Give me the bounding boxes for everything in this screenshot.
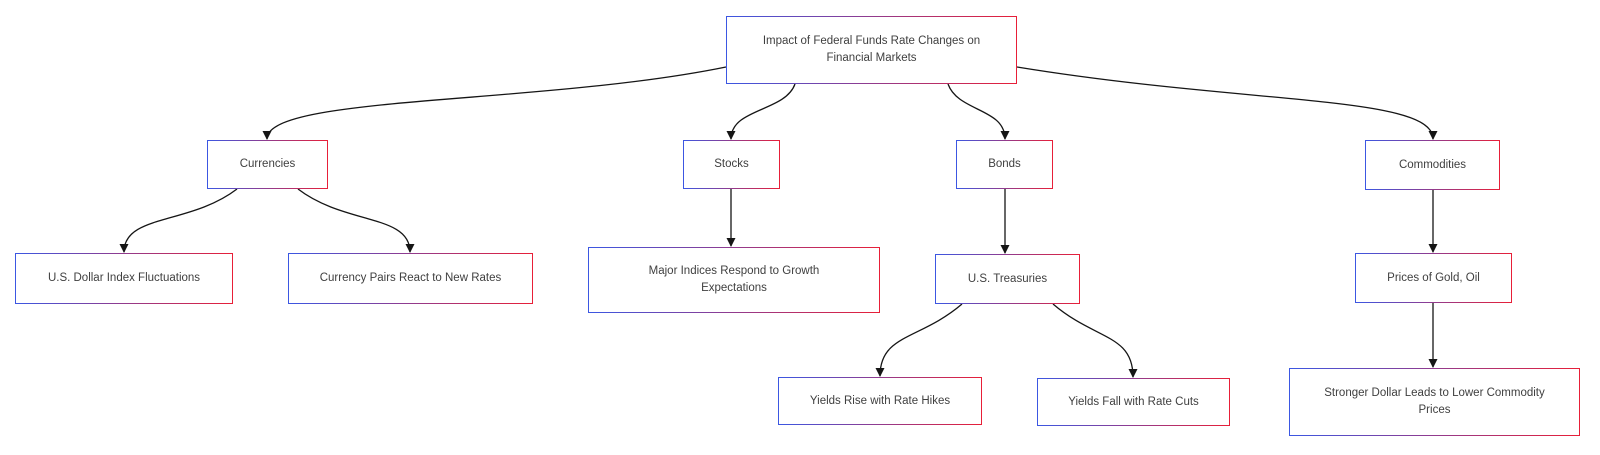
- node-major-indices: Major Indices Respond to Growth Expectat…: [588, 247, 880, 313]
- node-stocks: Stocks: [683, 140, 780, 189]
- node-currencies-label: Currencies: [239, 158, 296, 170]
- node-yields-rise: Yields Rise with Rate Hikes: [778, 377, 982, 425]
- node-stronger-dollar-label: Stronger Dollar Leads to Lower Commodity…: [1324, 387, 1545, 416]
- node-gold-oil-label: Prices of Gold, Oil: [1387, 271, 1480, 284]
- node-currencies: Currencies: [207, 140, 328, 189]
- node-treasuries-label: U.S. Treasuries: [967, 272, 1048, 285]
- edge-treasuries-rise: [875, 303, 963, 377]
- node-commodities: Commodities: [1365, 140, 1500, 190]
- edge-treasuries-fall: [1052, 303, 1138, 378]
- edge-root-currencies: [262, 66, 727, 140]
- node-currency-pairs-label: Currency Pairs React to New Rates: [319, 272, 502, 284]
- node-stocks-label: Stocks: [714, 158, 749, 170]
- node-bonds: Bonds: [956, 140, 1053, 189]
- node-treasuries: U.S. Treasuries: [935, 254, 1080, 304]
- node-yields-fall: Yields Fall with Rate Cuts: [1037, 378, 1230, 426]
- edge-root-commodities: [1016, 66, 1438, 140]
- node-yields-rise-label: Yields Rise with Rate Hikes: [809, 394, 951, 407]
- node-usd-index-label: U.S. Dollar Index Fluctuations: [47, 272, 201, 284]
- edge-currencies-usd: [119, 188, 238, 253]
- node-gold-oil: Prices of Gold, Oil: [1355, 253, 1512, 303]
- node-yields-fall-label: Yields Fall with Rate Cuts: [1068, 395, 1199, 408]
- node-stronger-dollar: Stronger Dollar Leads to Lower Commodity…: [1289, 368, 1580, 436]
- edge-currencies-pairs: [297, 188, 415, 253]
- edge-root-stocks: [726, 83, 796, 140]
- node-major-indices-label: Major Indices Respond to Growth Expectat…: [648, 265, 820, 294]
- node-usd-index: U.S. Dollar Index Fluctuations: [15, 253, 233, 304]
- edge-root-bonds: [947, 83, 1010, 140]
- node-root: Impact of Federal Funds Rate Changes on …: [726, 16, 1017, 84]
- node-commodities-label: Commodities: [1398, 158, 1467, 171]
- node-root-label: Impact of Federal Funds Rate Changes on …: [762, 35, 981, 64]
- node-bonds-label: Bonds: [988, 158, 1021, 170]
- node-currency-pairs: Currency Pairs React to New Rates: [288, 253, 533, 304]
